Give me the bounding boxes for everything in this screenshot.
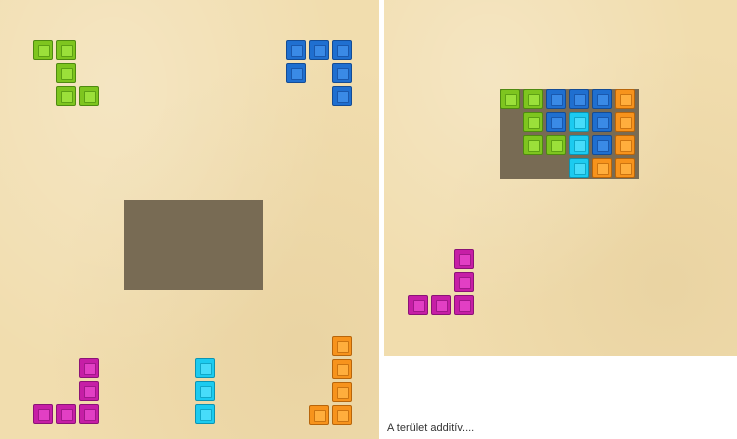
orange-block xyxy=(332,336,352,356)
cyan-block xyxy=(195,358,215,378)
blue-block xyxy=(569,89,589,109)
blue-block xyxy=(309,40,329,60)
orange-block xyxy=(615,112,635,132)
green-block xyxy=(56,40,76,60)
cyan-block xyxy=(569,158,589,178)
magenta-block xyxy=(431,295,451,315)
blue-block xyxy=(592,135,612,155)
green-block xyxy=(33,40,53,60)
orange-block xyxy=(309,405,329,425)
orange-block xyxy=(332,405,352,425)
cyan-block xyxy=(569,112,589,132)
puzzle-board-left xyxy=(0,0,379,439)
orange-block xyxy=(615,135,635,155)
orange-block xyxy=(332,382,352,402)
blue-block xyxy=(592,89,612,109)
magenta-block xyxy=(79,404,99,424)
blue-block xyxy=(286,40,306,60)
magenta-block xyxy=(408,295,428,315)
cyan-block xyxy=(569,135,589,155)
blue-block xyxy=(546,112,566,132)
green-block xyxy=(56,63,76,83)
green-block xyxy=(56,86,76,106)
blue-block xyxy=(546,89,566,109)
blue-block xyxy=(332,86,352,106)
green-block xyxy=(79,86,99,106)
caption: A terület additív.... xyxy=(387,422,474,434)
green-block xyxy=(523,135,543,155)
green-block xyxy=(523,112,543,132)
magenta-block xyxy=(454,272,474,292)
magenta-block xyxy=(33,404,53,424)
magenta-block xyxy=(454,295,474,315)
orange-block xyxy=(615,89,635,109)
orange-block xyxy=(332,359,352,379)
target-area xyxy=(124,200,263,290)
orange-block xyxy=(615,158,635,178)
magenta-block xyxy=(79,381,99,401)
blue-block xyxy=(286,63,306,83)
magenta-block xyxy=(56,404,76,424)
blue-block xyxy=(332,40,352,60)
cyan-block xyxy=(195,381,215,401)
blue-block xyxy=(332,63,352,83)
orange-block xyxy=(592,158,612,178)
green-block xyxy=(523,89,543,109)
cyan-block xyxy=(195,404,215,424)
green-block xyxy=(546,135,566,155)
magenta-block xyxy=(79,358,99,378)
magenta-block xyxy=(454,249,474,269)
blue-block xyxy=(592,112,612,132)
green-block xyxy=(500,89,520,109)
puzzle-board-right xyxy=(384,0,737,356)
